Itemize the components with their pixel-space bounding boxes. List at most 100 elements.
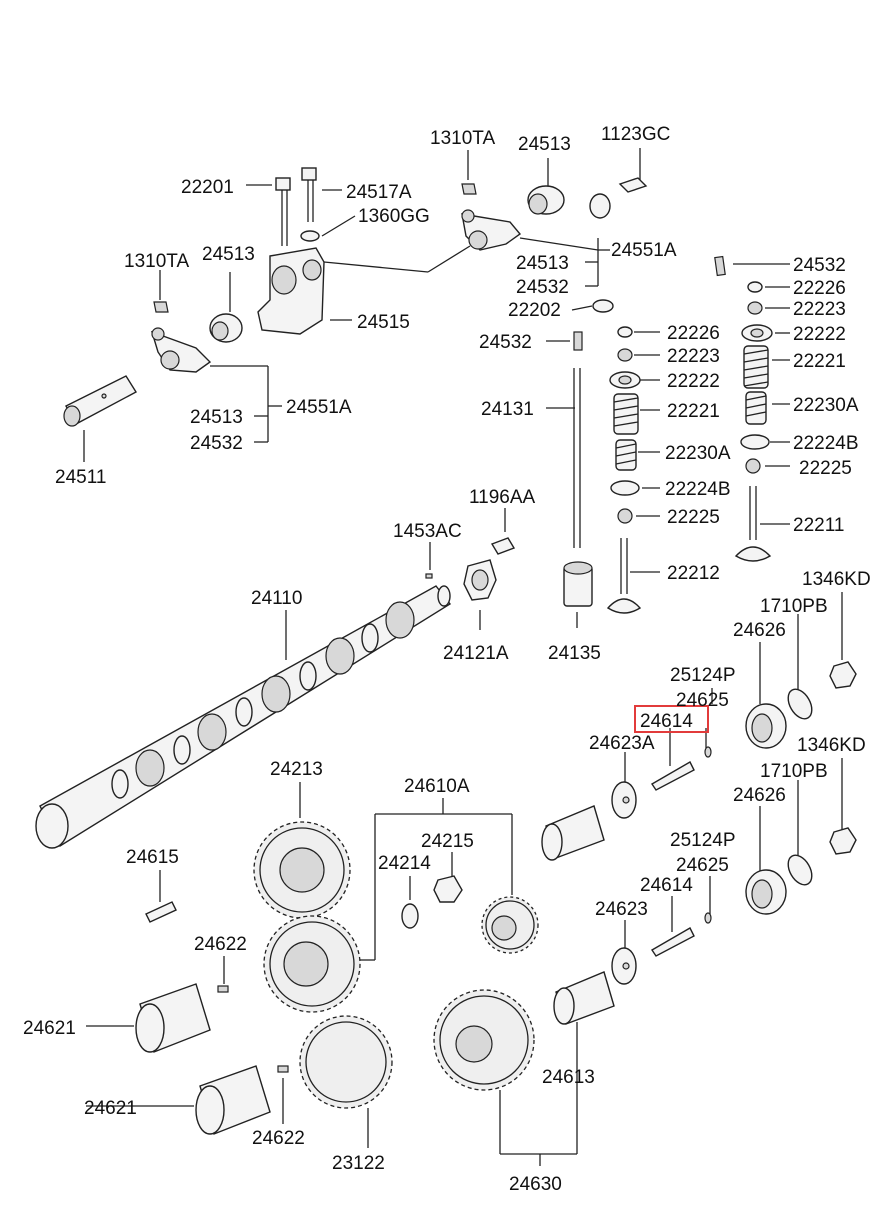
spring-seat-left	[610, 480, 640, 496]
nut-1310ta-upper	[461, 183, 477, 195]
part-label[interactable]: 22224B	[793, 433, 859, 454]
pin-24615	[145, 901, 177, 923]
part-label[interactable]: 24513	[516, 253, 569, 274]
part-label[interactable]: 25124P	[670, 830, 736, 851]
part-label[interactable]: 24532	[479, 332, 532, 353]
part-label[interactable]: 24626	[733, 620, 786, 641]
rocker-bushing-upper	[527, 185, 565, 215]
part-label[interactable]: 24615	[126, 847, 179, 868]
valve-seal-left	[617, 508, 633, 524]
part-label[interactable]: 24517A	[346, 182, 412, 203]
gear-24610a-large	[263, 915, 361, 1013]
part-label[interactable]: 24511	[55, 467, 106, 488]
washer-1710pb-upper	[787, 688, 813, 720]
part-label[interactable]: 1346KD	[797, 735, 866, 756]
retainer-lock-22223-left	[617, 348, 633, 362]
valve-spring-inner-right	[745, 391, 767, 425]
part-label[interactable]: 22226	[667, 323, 720, 344]
part-label[interactable]: 23122	[332, 1153, 385, 1174]
part-label[interactable]: 24135	[548, 643, 601, 664]
part-label[interactable]: 24622	[252, 1128, 305, 1149]
washer-1360gg	[300, 230, 320, 242]
part-label[interactable]: 22223	[667, 346, 720, 367]
part-label[interactable]: 24532	[516, 277, 569, 298]
part-label[interactable]: 24551A	[611, 240, 677, 261]
washer-22202	[592, 299, 614, 313]
part-label[interactable]: 24532	[793, 255, 846, 276]
part-label[interactable]: 22224B	[665, 479, 731, 500]
washer-1710pb-lower	[787, 854, 813, 886]
part-label[interactable]: 24513	[518, 134, 571, 155]
gear-24213	[253, 821, 351, 919]
part-label[interactable]: 1453AC	[393, 521, 462, 542]
tappet-24135	[563, 561, 593, 607]
part-label[interactable]: 24623A	[589, 733, 655, 754]
part-label[interactable]: 24621	[84, 1098, 137, 1119]
part-label[interactable]: 24610A	[404, 776, 470, 797]
part-label[interactable]: 1710PB	[760, 596, 828, 617]
washer-1123gc	[589, 193, 611, 219]
valve-spring-outer-right	[743, 345, 769, 389]
part-label[interactable]: 22202	[508, 300, 561, 321]
part-label[interactable]: 24515	[357, 312, 410, 333]
part-label[interactable]: 1346KD	[802, 569, 871, 590]
nut-1310ta-left	[153, 301, 169, 313]
part-label[interactable]: 24532	[190, 433, 243, 454]
bushing-24621-lower	[195, 1065, 271, 1135]
part-label[interactable]: 24121A	[443, 643, 509, 664]
part-label[interactable]: 24110	[251, 588, 302, 609]
bolt-24517a	[301, 167, 317, 222]
part-label[interactable]: 24614	[640, 875, 693, 896]
part-label[interactable]: 22230A	[665, 443, 731, 464]
nut-24215	[433, 875, 463, 903]
part-label[interactable]: 22222	[793, 324, 846, 345]
part-label[interactable]: 22225	[667, 507, 720, 528]
rocker-bushing-left	[209, 313, 243, 343]
camshaft-24110	[35, 585, 452, 849]
idler-shaft-upper	[541, 805, 605, 861]
part-label[interactable]: 24613	[542, 1067, 595, 1088]
part-label[interactable]: 24513	[190, 407, 243, 428]
bolt-22201	[275, 177, 291, 246]
part-label[interactable]: 22221	[667, 401, 720, 422]
part-label[interactable]: 22211	[793, 515, 844, 536]
part-label[interactable]: 24623	[595, 899, 648, 920]
part-label[interactable]: 24626	[733, 785, 786, 806]
part-label[interactable]: 1310TA	[430, 128, 495, 149]
part-label[interactable]: 24630	[509, 1174, 562, 1195]
part-label[interactable]: 1360GG	[358, 206, 430, 227]
part-label[interactable]: 24625	[676, 855, 729, 876]
part-label[interactable]: 22212	[667, 563, 720, 584]
bushing-24626-lower	[745, 869, 787, 915]
nut-1346kd-lower	[829, 827, 857, 855]
push-rod-24131	[573, 368, 581, 548]
part-label[interactable]: 22230A	[793, 395, 859, 416]
idler-washer-24623a	[611, 781, 637, 819]
part-label[interactable]: 1310TA	[124, 251, 189, 272]
part-label[interactable]: 24513	[202, 244, 255, 265]
part-label[interactable]: 24551A	[286, 397, 352, 418]
part-label[interactable]: 24622	[194, 934, 247, 955]
spring-retainer-22222-left	[609, 371, 641, 389]
part-label[interactable]: 22201	[181, 177, 234, 198]
part-label[interactable]: 1196AA	[469, 487, 536, 508]
bolt-1196aa	[490, 537, 516, 555]
part-label[interactable]: 1710PB	[760, 761, 828, 782]
leader-lines	[83, 148, 843, 1166]
part-label[interactable]: 24214	[378, 853, 431, 874]
rocker-arm-left	[150, 327, 212, 373]
idler-shaft-lower	[553, 971, 615, 1025]
part-label[interactable]: 24131	[481, 399, 534, 420]
part-label[interactable]: 22226	[793, 278, 846, 299]
part-label[interactable]: 24614	[640, 711, 693, 732]
part-label[interactable]: 22223	[793, 299, 846, 320]
part-label[interactable]: 24213	[270, 759, 323, 780]
part-label[interactable]: 25124P	[670, 665, 736, 686]
part-label[interactable]: 1123GC	[601, 124, 670, 145]
part-label[interactable]: 24621	[23, 1018, 76, 1039]
part-label[interactable]: 22221	[793, 351, 846, 372]
part-label[interactable]: 22222	[667, 371, 720, 392]
part-label[interactable]: 24625	[676, 690, 729, 711]
part-label[interactable]: 24215	[421, 831, 474, 852]
part-label[interactable]: 22225	[799, 458, 852, 479]
